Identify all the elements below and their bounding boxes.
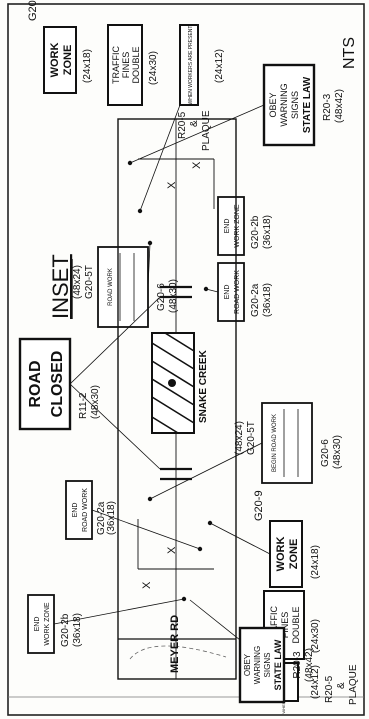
bottom-end-road-work-size: (36x18): [106, 501, 117, 535]
road-closed-line2: CLOSED: [49, 351, 66, 418]
bottom-g20-9-code: G20-9: [253, 490, 265, 521]
top-r20-5-plaque-text: WHEN WORKERS ARE PRESENT: [188, 26, 194, 105]
top-end-road-work-line1: END: [224, 285, 231, 300]
top-r20-5-size: (24x12): [214, 49, 225, 83]
bottom-obey-line2: WARNING: [253, 646, 262, 684]
bottom-obey-line4: STATE LAW: [273, 639, 283, 690]
bottom-g20-6-code: G20-6: [320, 439, 331, 467]
bottom-end-work-zone-sign: END WORK ZONE: [27, 594, 55, 654]
bottom-r20-5-code: R20-5: [324, 675, 335, 703]
bottom-traffic-fines-size: (24x30): [310, 619, 321, 653]
top-obey-line3: SIGNS: [290, 91, 300, 119]
bottom-end-work-zone-line1: END: [34, 617, 41, 632]
bottom-obey-code: R20-3: [292, 651, 303, 679]
bottom-obey-line1: OBEY: [243, 653, 252, 676]
top-end-road-work-size: (36x18): [262, 283, 273, 317]
bottom-traffic-fines-line2: FINES: [280, 612, 290, 639]
top-obey-line4: STATE LAW: [302, 76, 313, 133]
road-closed-size: (48x30): [90, 385, 101, 419]
bottom-g20-5t-text: BEGIN ROAD WORK: [272, 414, 278, 472]
top-obey-code: R20-3: [322, 93, 333, 121]
top-g20-9-code: G20-9: [27, 0, 39, 21]
top-r20-5-code: R20-5: [177, 111, 188, 139]
top-work-zone-size: (24x18): [82, 49, 93, 83]
top-traffic-fines-sign: TRAFFIC FINES DOUBLE: [107, 24, 143, 106]
bottom-traffic-fines-line3: DOUBLE: [291, 606, 301, 643]
bottom-g20-5t-size: (48x24): [234, 421, 245, 455]
top-r20-5-amp: &: [189, 120, 200, 127]
top-g20-5t-text: ROAD WORK: [108, 268, 114, 306]
marker-x-3: X: [166, 181, 178, 189]
top-obey-warning-sign: OBEY WARNING SIGNS STATE LAW: [262, 63, 316, 147]
bottom-obey-size: (48x42): [304, 648, 315, 682]
sheet-border: [7, 3, 365, 716]
bottom-r20-5-plaque-label: PLAQUE: [348, 664, 359, 705]
bottom-end-road-work-line1: END: [72, 503, 79, 518]
top-end-work-zone-line1: END: [224, 219, 231, 234]
bottom-work-zone-line2: ZONE: [288, 539, 300, 570]
bottom-g20-5t-code: G20-5T: [246, 421, 257, 455]
top-end-work-zone-sign: END WORK ZONE: [217, 196, 245, 256]
bottom-end-work-zone-size: (36x18): [72, 613, 83, 647]
marker-x-2: X: [166, 546, 178, 554]
top-traffic-fines-line3: DOUBLE: [131, 46, 141, 83]
bottom-work-zone-sign: WORK ZONE: [269, 520, 303, 588]
top-r20-5-plaque-sign: WHEN WORKERS ARE PRESENT: [179, 24, 199, 106]
top-r20-5-plaque-label: PLAQUE: [201, 110, 212, 151]
bottom-obey-line3: SIGNS: [263, 653, 272, 678]
marker-x-4: X: [191, 161, 203, 169]
road-closed-sign: ROAD CLOSED: [18, 337, 72, 431]
top-traffic-fines-line1: TRAFFIC: [111, 46, 121, 84]
nts-label: NTS: [341, 37, 358, 69]
bottom-r20-5-amp: &: [336, 682, 347, 689]
road-closed-line1: ROAD: [27, 360, 44, 407]
top-g20-5t-sign: ROAD WORK: [97, 246, 149, 328]
leader-lines: [53, 104, 271, 625]
top-obey-line1: OBEY: [268, 92, 278, 117]
top-work-zone-line2: ZONE: [62, 45, 74, 76]
meyer-rd-label: MEYER RD: [169, 615, 181, 673]
marker-x-1: X: [141, 581, 153, 589]
bottom-g20-5t-sign: BEGIN ROAD WORK: [261, 402, 313, 484]
top-obey-size: (48x42): [334, 89, 345, 123]
bridge-closure-area: [151, 332, 195, 434]
top-work-zone-sign: WORK ZONE: [43, 26, 77, 94]
bottom-obey-abs: OBEY WARNING SIGNS STATE LAW R20-3 (48x4…: [189, 599, 315, 704]
road-corridor: MEYER RD SNAKE CREEK X: [117, 118, 237, 680]
bottom-end-road-work-sign: END ROAD WORK: [65, 480, 93, 540]
bottom-work-zone-line1: WORK: [275, 537, 287, 572]
top-end-road-work-code: G20-2a: [250, 283, 261, 317]
bottom-traffic-fines-line1: TRAFFIC: [269, 606, 279, 644]
top-g20-5t-code: G20-5T: [84, 265, 95, 299]
top-end-work-zone-code: G20-2b: [250, 215, 261, 249]
top-end-road-work-sign: END ROAD WORK: [217, 262, 245, 322]
inset-title: INSET: [48, 254, 73, 319]
top-obey-line2: WARNING: [279, 83, 289, 126]
bottom-end-road-work-line2: ROAD WORK: [82, 488, 89, 532]
bottom-end-work-zone-line2: WORK ZONE: [44, 602, 51, 645]
bottom-end-road-work-code: G20-2a: [96, 501, 107, 535]
top-end-work-zone-line2: WORK ZONE: [234, 204, 241, 247]
top-traffic-fines-size: (24x30): [148, 51, 159, 85]
rotated-plan: NTS G20-9 WORK ZONE (24x18) TRAFFIC FINE…: [18, 0, 359, 714]
road-closed-code: R11-2: [78, 392, 89, 419]
road-outline: [117, 118, 237, 680]
bottom-r20-5-size: (24x12): [310, 665, 321, 699]
top-end-road-work-line2: ROAD WORK: [234, 270, 241, 314]
top-g20-5t-size: (48x24): [72, 265, 83, 299]
snake-creek-label: SNAKE CREEK: [198, 349, 209, 423]
top-end-work-zone-size: (36x18): [262, 215, 273, 249]
bottom-work-zone-size: (24x18): [310, 545, 321, 579]
bottom-g20-6-size: (48x30): [332, 435, 343, 469]
top-work-zone-line1: WORK: [49, 43, 61, 78]
top-traffic-fines-line2: FINES: [121, 52, 131, 79]
bottom-end-work-zone-code: G20-2b: [60, 613, 71, 647]
meyer-rd-curve: [129, 645, 227, 660]
